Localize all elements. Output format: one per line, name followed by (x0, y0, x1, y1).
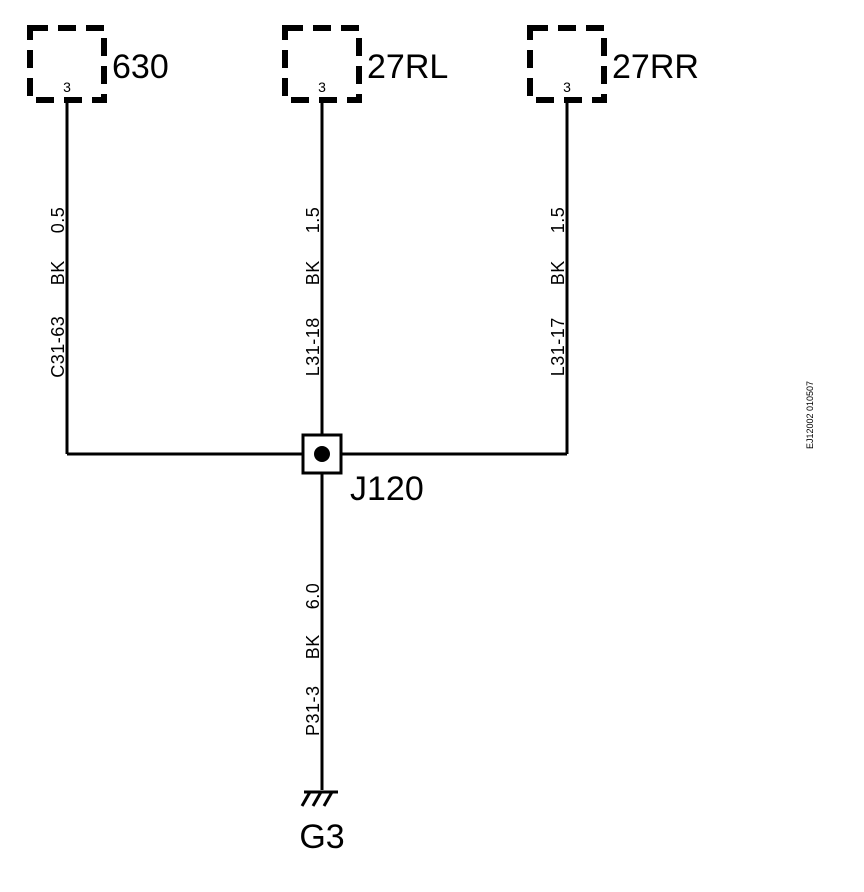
wire-circuit: C31-63 (48, 316, 68, 378)
splice-j120: J120 (301, 433, 424, 508)
wire-label-p31-3: P31-3 BK 6.0 (303, 583, 323, 736)
figure-code: EJ12002 010507 (805, 381, 815, 449)
wire-label-l31-17: L31-17 BK 1.5 (548, 207, 568, 377)
connector-630-label: 630 (112, 48, 169, 86)
connector-27rr-label: 27RR (612, 48, 699, 86)
wire-color: BK (303, 260, 323, 285)
ground-tick-3 (322, 791, 334, 807)
connector-630-pin: 3 (63, 79, 71, 95)
wire-circuit: L31-17 (548, 317, 568, 376)
connector-27rl-pin: 3 (318, 79, 326, 95)
ground-label: G3 (299, 818, 344, 856)
wire-label-l31-18: L31-18 BK 1.5 (303, 207, 323, 377)
ground-g3: G3 (299, 790, 345, 856)
wire-gauge: 6.0 (303, 583, 323, 610)
ground-tick-2 (311, 791, 323, 807)
ground-tick-1 (300, 791, 312, 807)
splice-box (301, 433, 343, 475)
wire-color: BK (548, 260, 568, 285)
connector-27rl-label: 27RL (367, 48, 448, 86)
svg-text:L31-18 BK 1.5: L31-18 BK 1.5 (303, 207, 323, 377)
wire-gauge: 1.5 (303, 207, 323, 234)
svg-text:L31-17 BK 1.5: L31-17 BK 1.5 (548, 207, 568, 377)
connector-630: 3 630 (27, 25, 169, 103)
connector-27rr-pin: 3 (563, 79, 571, 95)
wire-color: BK (48, 260, 68, 285)
wire-circuit: L31-18 (303, 317, 323, 376)
wire-color: BK (303, 634, 323, 659)
wire-gauge: 1.5 (548, 207, 568, 234)
svg-text:P31-3 BK 6.0: P31-3 BK 6.0 (303, 583, 323, 736)
figure-code-text: EJ12002 010507 (805, 381, 815, 449)
wire-gauge: 0.5 (48, 207, 68, 234)
connector-27rl: 3 27RL (282, 25, 448, 103)
connector-27rr: 3 27RR (527, 25, 699, 103)
wire-label-c31-63: C31-63 BK 0.5 (48, 207, 68, 378)
wire-circuit: P31-3 (303, 685, 323, 736)
splice-dot (314, 446, 330, 462)
splice-label: J120 (350, 470, 424, 508)
svg-text:C31-63 BK 0.5: C31-63 BK 0.5 (48, 207, 68, 378)
